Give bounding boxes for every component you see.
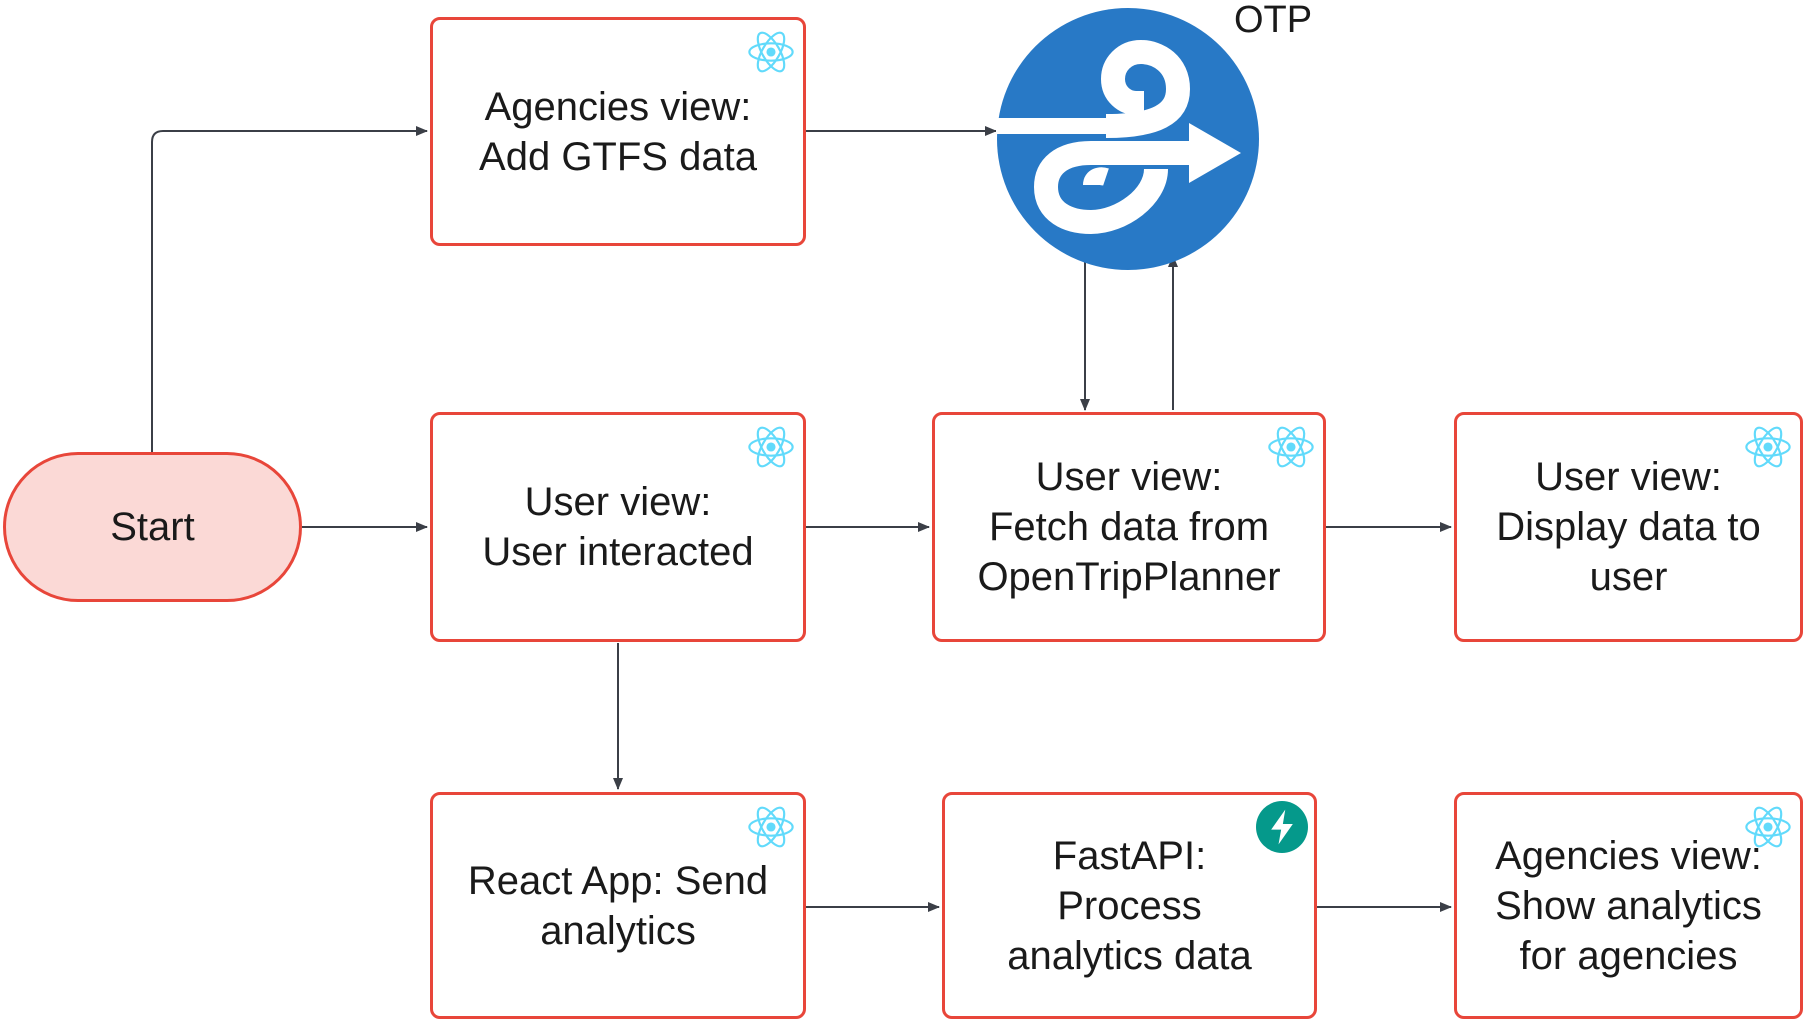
- react-icon: [748, 31, 794, 73]
- node-label: User view: User interacted: [482, 480, 754, 574]
- react-icon: [1745, 806, 1791, 848]
- node-label: FastAPI: Process analytics data: [1007, 833, 1252, 978]
- react-icon: [748, 806, 794, 848]
- node-fetch-otp[interactable]: User view: Fetch data from OpenTripPlann…: [932, 412, 1326, 642]
- otp-label: OTP: [1234, 0, 1313, 41]
- fastapi-icon: [1256, 801, 1308, 853]
- node-label: Agencies view: Add GTFS data: [479, 84, 757, 179]
- node-display-data[interactable]: User view: Display data to user: [1454, 412, 1803, 642]
- react-icon: [1268, 426, 1314, 468]
- node-send-analytics[interactable]: React App: Send analytics: [430, 792, 806, 1019]
- node-show-analytics[interactable]: Agencies view: Show analytics for agenci…: [1454, 792, 1803, 1019]
- opentripplanner-logo-icon: [996, 7, 1261, 272]
- react-icon: [1745, 426, 1791, 468]
- node-label: React App: Send analytics: [467, 858, 769, 953]
- node-label: Agencies view: Show analytics for agenci…: [1495, 833, 1762, 978]
- react-icon: [748, 426, 794, 468]
- start-node[interactable]: Start: [3, 452, 302, 602]
- edge-start-to-agencies-add-gtfs: [151, 126, 428, 452]
- node-agencies-add-gtfs[interactable]: Agencies view: Add GTFS data: [430, 17, 806, 246]
- node-label: User view: Display data to user: [1496, 455, 1761, 599]
- node-label: User view: Fetch data from OpenTripPlann…: [977, 455, 1281, 599]
- node-fastapi-process[interactable]: FastAPI: Process analytics data: [942, 792, 1317, 1019]
- node-user-interacted[interactable]: User view: User interacted: [430, 412, 806, 642]
- start-label: Start: [110, 505, 195, 549]
